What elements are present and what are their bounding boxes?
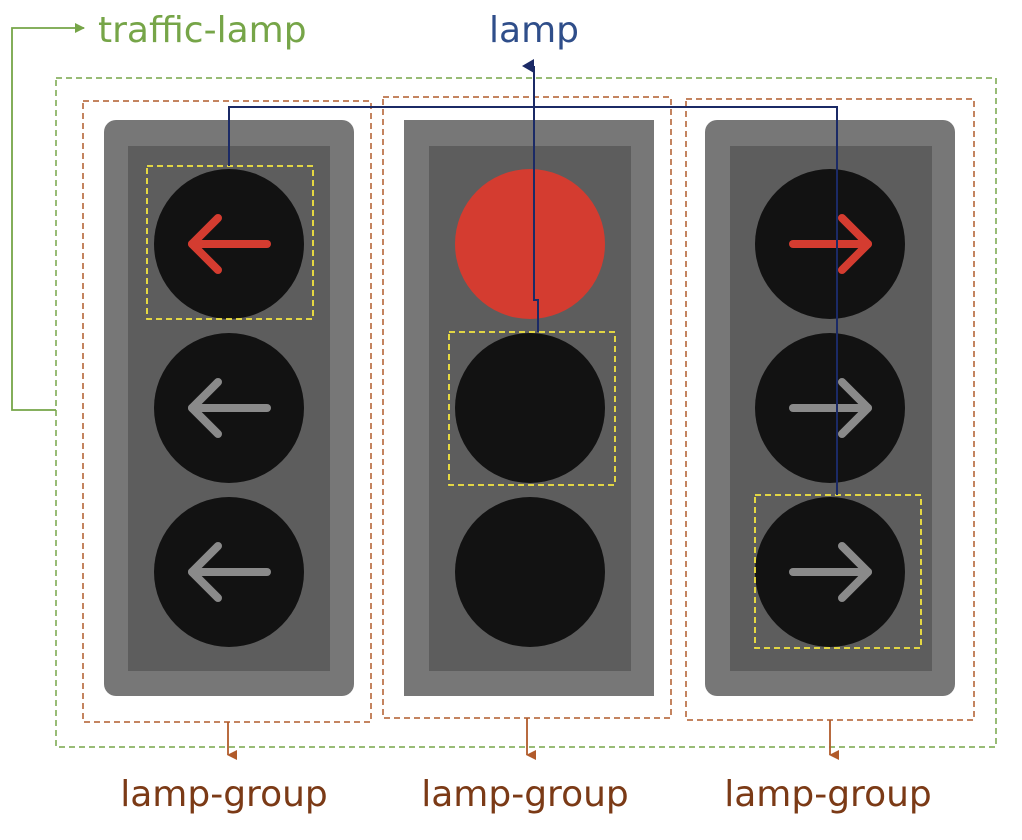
lamp-left-middle [154,333,304,483]
right-arrow-icon [789,378,872,438]
lamp-right-bottom [755,497,905,647]
lamp-right-top [755,169,905,319]
lamp-group-label-middle: lamp-group [421,774,629,815]
traffic-lamp-label: traffic-lamp [98,10,307,51]
lamp-left-top [154,169,304,319]
lamp-group-outline-left [82,100,372,723]
right-arrow-icon [789,542,872,602]
lamp-connector [228,59,838,495]
traffic-lamp-connector [11,23,85,411]
lamp-highlight-middle [448,331,616,486]
lamp-group-label-right: lamp-group [724,774,932,815]
traffic-lamp-outline [55,77,997,748]
right-arrow-icon [789,214,872,274]
lamp-group-label-left: lamp-group [120,774,328,815]
lamp-right-middle [755,333,905,483]
left-arrow-icon [188,378,271,438]
left-arrow-icon [188,214,271,274]
left-arrow-icon [188,542,271,602]
lamp-middle-middle [455,333,605,483]
lamp-middle-bottom [455,497,605,647]
lamp-left-bottom [154,497,304,647]
lamp-label: lamp [489,10,579,51]
lamp-middle-top-red [455,169,605,319]
